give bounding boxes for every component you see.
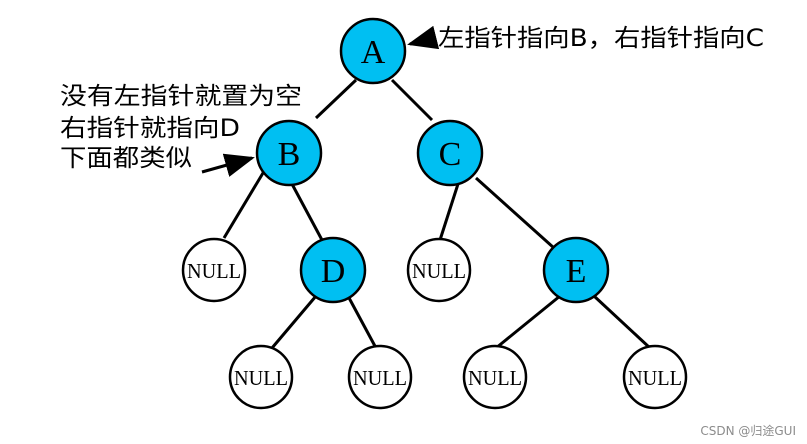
null-node-circle [462, 344, 528, 410]
null-node-circle [406, 237, 472, 303]
null-node-label: NULL [412, 259, 466, 283]
edge-b-d [290, 183, 324, 241]
node-e-circle [542, 236, 610, 304]
watermark: CSDN @归途GUI [700, 423, 796, 438]
null-node: NULL [622, 344, 688, 410]
root-annotation: 左指针指向B，右指针指向C [438, 24, 764, 52]
node-e-label: E [566, 253, 587, 290]
null-node-circle [181, 237, 247, 303]
tree-edges [222, 78, 652, 350]
node-b: B [255, 119, 323, 187]
node-d-circle [299, 236, 367, 304]
edge-b-null [222, 167, 268, 239]
null-node-circle [347, 344, 413, 410]
node-b-circle [255, 119, 323, 187]
null-node: NULL [406, 237, 472, 303]
edge-d-null-right [346, 295, 378, 349]
node-c: C [416, 119, 484, 187]
node-d-label: D [321, 253, 346, 290]
edge-e-null-right [592, 294, 652, 350]
null-node-label: NULL [628, 366, 682, 390]
null-node: NULL [228, 344, 294, 410]
b-annotation-line-2: 右指针就指向D [60, 114, 240, 142]
edge-c-e [474, 176, 556, 250]
node-c-label: C [439, 136, 462, 173]
edge-e-null-left [495, 294, 561, 350]
node-a: A [339, 17, 407, 85]
node-e: E [542, 236, 610, 304]
node-b-label: B [278, 136, 301, 173]
node-d: D [299, 236, 367, 304]
node-c-circle [416, 119, 484, 187]
edge-c-null [438, 183, 460, 241]
edge-a-b [314, 78, 358, 120]
edge-d-null-left [270, 295, 318, 349]
null-node-label: NULL [234, 366, 288, 390]
b-note-arrow [201, 153, 255, 177]
null-node-circle [622, 344, 688, 410]
null-node-label: NULL [468, 366, 522, 390]
edge-a-c [390, 78, 434, 122]
null-node: NULL [347, 344, 413, 410]
null-node-label: NULL [353, 366, 407, 390]
null-node: NULL [462, 344, 528, 410]
null-node: NULL [181, 237, 247, 303]
node-a-circle [339, 17, 407, 85]
node-a-label: A [361, 34, 386, 71]
b-annotation-line-1: 没有左指针就置为空 [60, 82, 302, 110]
null-node-label: NULL [187, 259, 241, 283]
b-annotation-line-3: 下面都类似 [60, 144, 192, 172]
null-node-circle [228, 344, 294, 410]
root-note-arrow [407, 25, 440, 50]
